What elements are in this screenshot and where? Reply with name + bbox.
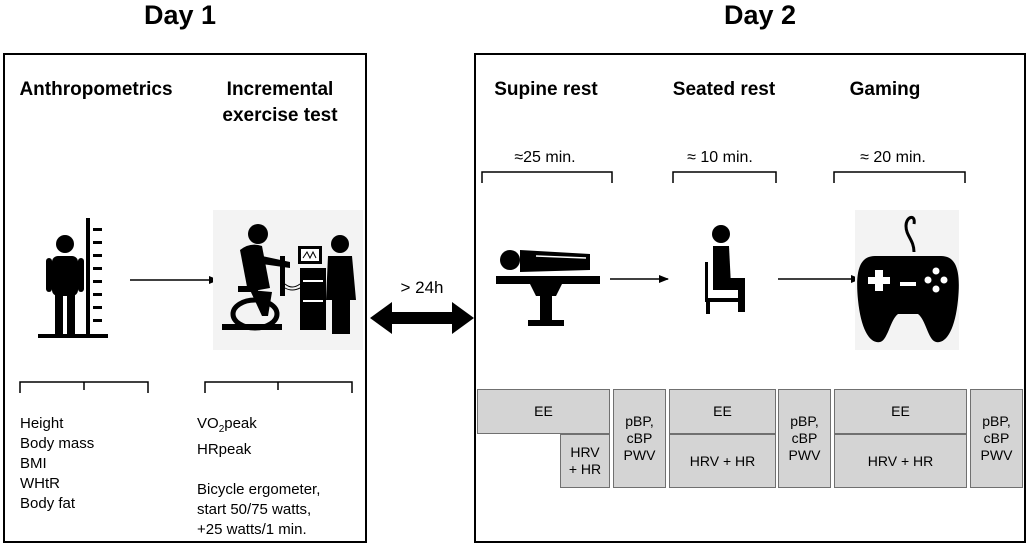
anthropometrics-title: Anthropometrics — [19, 79, 173, 100]
exercise-test-title: Incremental exercise test — [205, 77, 355, 129]
phase-title-seated: Seated rest — [672, 79, 776, 100]
hrpeak-item: HRpeak — [197, 441, 252, 458]
double-arrow-icon — [370, 302, 474, 334]
day2-title: Day 2 — [723, 0, 797, 30]
vo2peak-item: VO2peak — [197, 415, 257, 435]
bp-box-1: pBP, cBP PWV — [613, 389, 666, 488]
ee-box-seated: EE — [669, 389, 776, 434]
lying-person-icon — [496, 250, 600, 326]
ee-box-supine: EE — [477, 389, 610, 434]
hrv-hr-box-seated: HRV + HR — [669, 434, 776, 488]
list-item: WHtR — [20, 475, 60, 492]
duration-supine: ≈25 min. — [514, 149, 576, 166]
list-item: Body mass — [20, 435, 95, 452]
gamepad-icon — [855, 210, 959, 350]
measure-bracket-anthro — [19, 381, 149, 393]
anthropometrics-list: Height Body mass BMI WHtR Body fat — [20, 414, 94, 514]
gap-label: > 24h — [400, 278, 444, 297]
person-standing-icon — [38, 218, 108, 338]
ee-box-gaming: EE — [834, 389, 967, 434]
duration-bracket-seated — [672, 171, 777, 183]
list-item: BMI — [20, 455, 47, 472]
duration-gaming: ≈ 20 min. — [860, 149, 926, 166]
protocol-line: +25 watts/1 min. — [197, 521, 307, 538]
hrv-hr-box-supine: HRV + HR — [560, 434, 610, 488]
exercise-bike-icon — [213, 210, 363, 350]
exercise-title-line2: exercise test — [222, 105, 338, 126]
phase-title-supine: Supine rest — [494, 79, 598, 100]
protocol-line: start 50/75 watts, — [197, 501, 312, 518]
measure-bracket-exercise — [204, 381, 353, 393]
seated-person-icon — [705, 225, 745, 314]
list-item: Body fat — [20, 495, 76, 512]
exercise-title-line1: Incremental — [226, 79, 334, 100]
duration-bracket-gaming — [833, 171, 966, 183]
bp-box-2: pBP, cBP PWV — [778, 389, 831, 488]
phase-title-gaming: Gaming — [849, 79, 921, 100]
duration-seated: ≈ 10 min. — [687, 149, 753, 166]
duration-bracket-supine — [481, 171, 613, 183]
spacer — [197, 460, 320, 480]
day1-title: Day 1 — [143, 0, 217, 30]
exercise-test-list: VO2peak HRpeak Bicycle ergometer, start … — [197, 414, 320, 540]
protocol-line: Bicycle ergometer, — [197, 481, 321, 498]
bp-box-3: pBP, cBP PWV — [970, 389, 1023, 488]
hrv-hr-box-gaming: HRV + HR — [834, 434, 967, 488]
list-item: Height — [20, 415, 64, 432]
